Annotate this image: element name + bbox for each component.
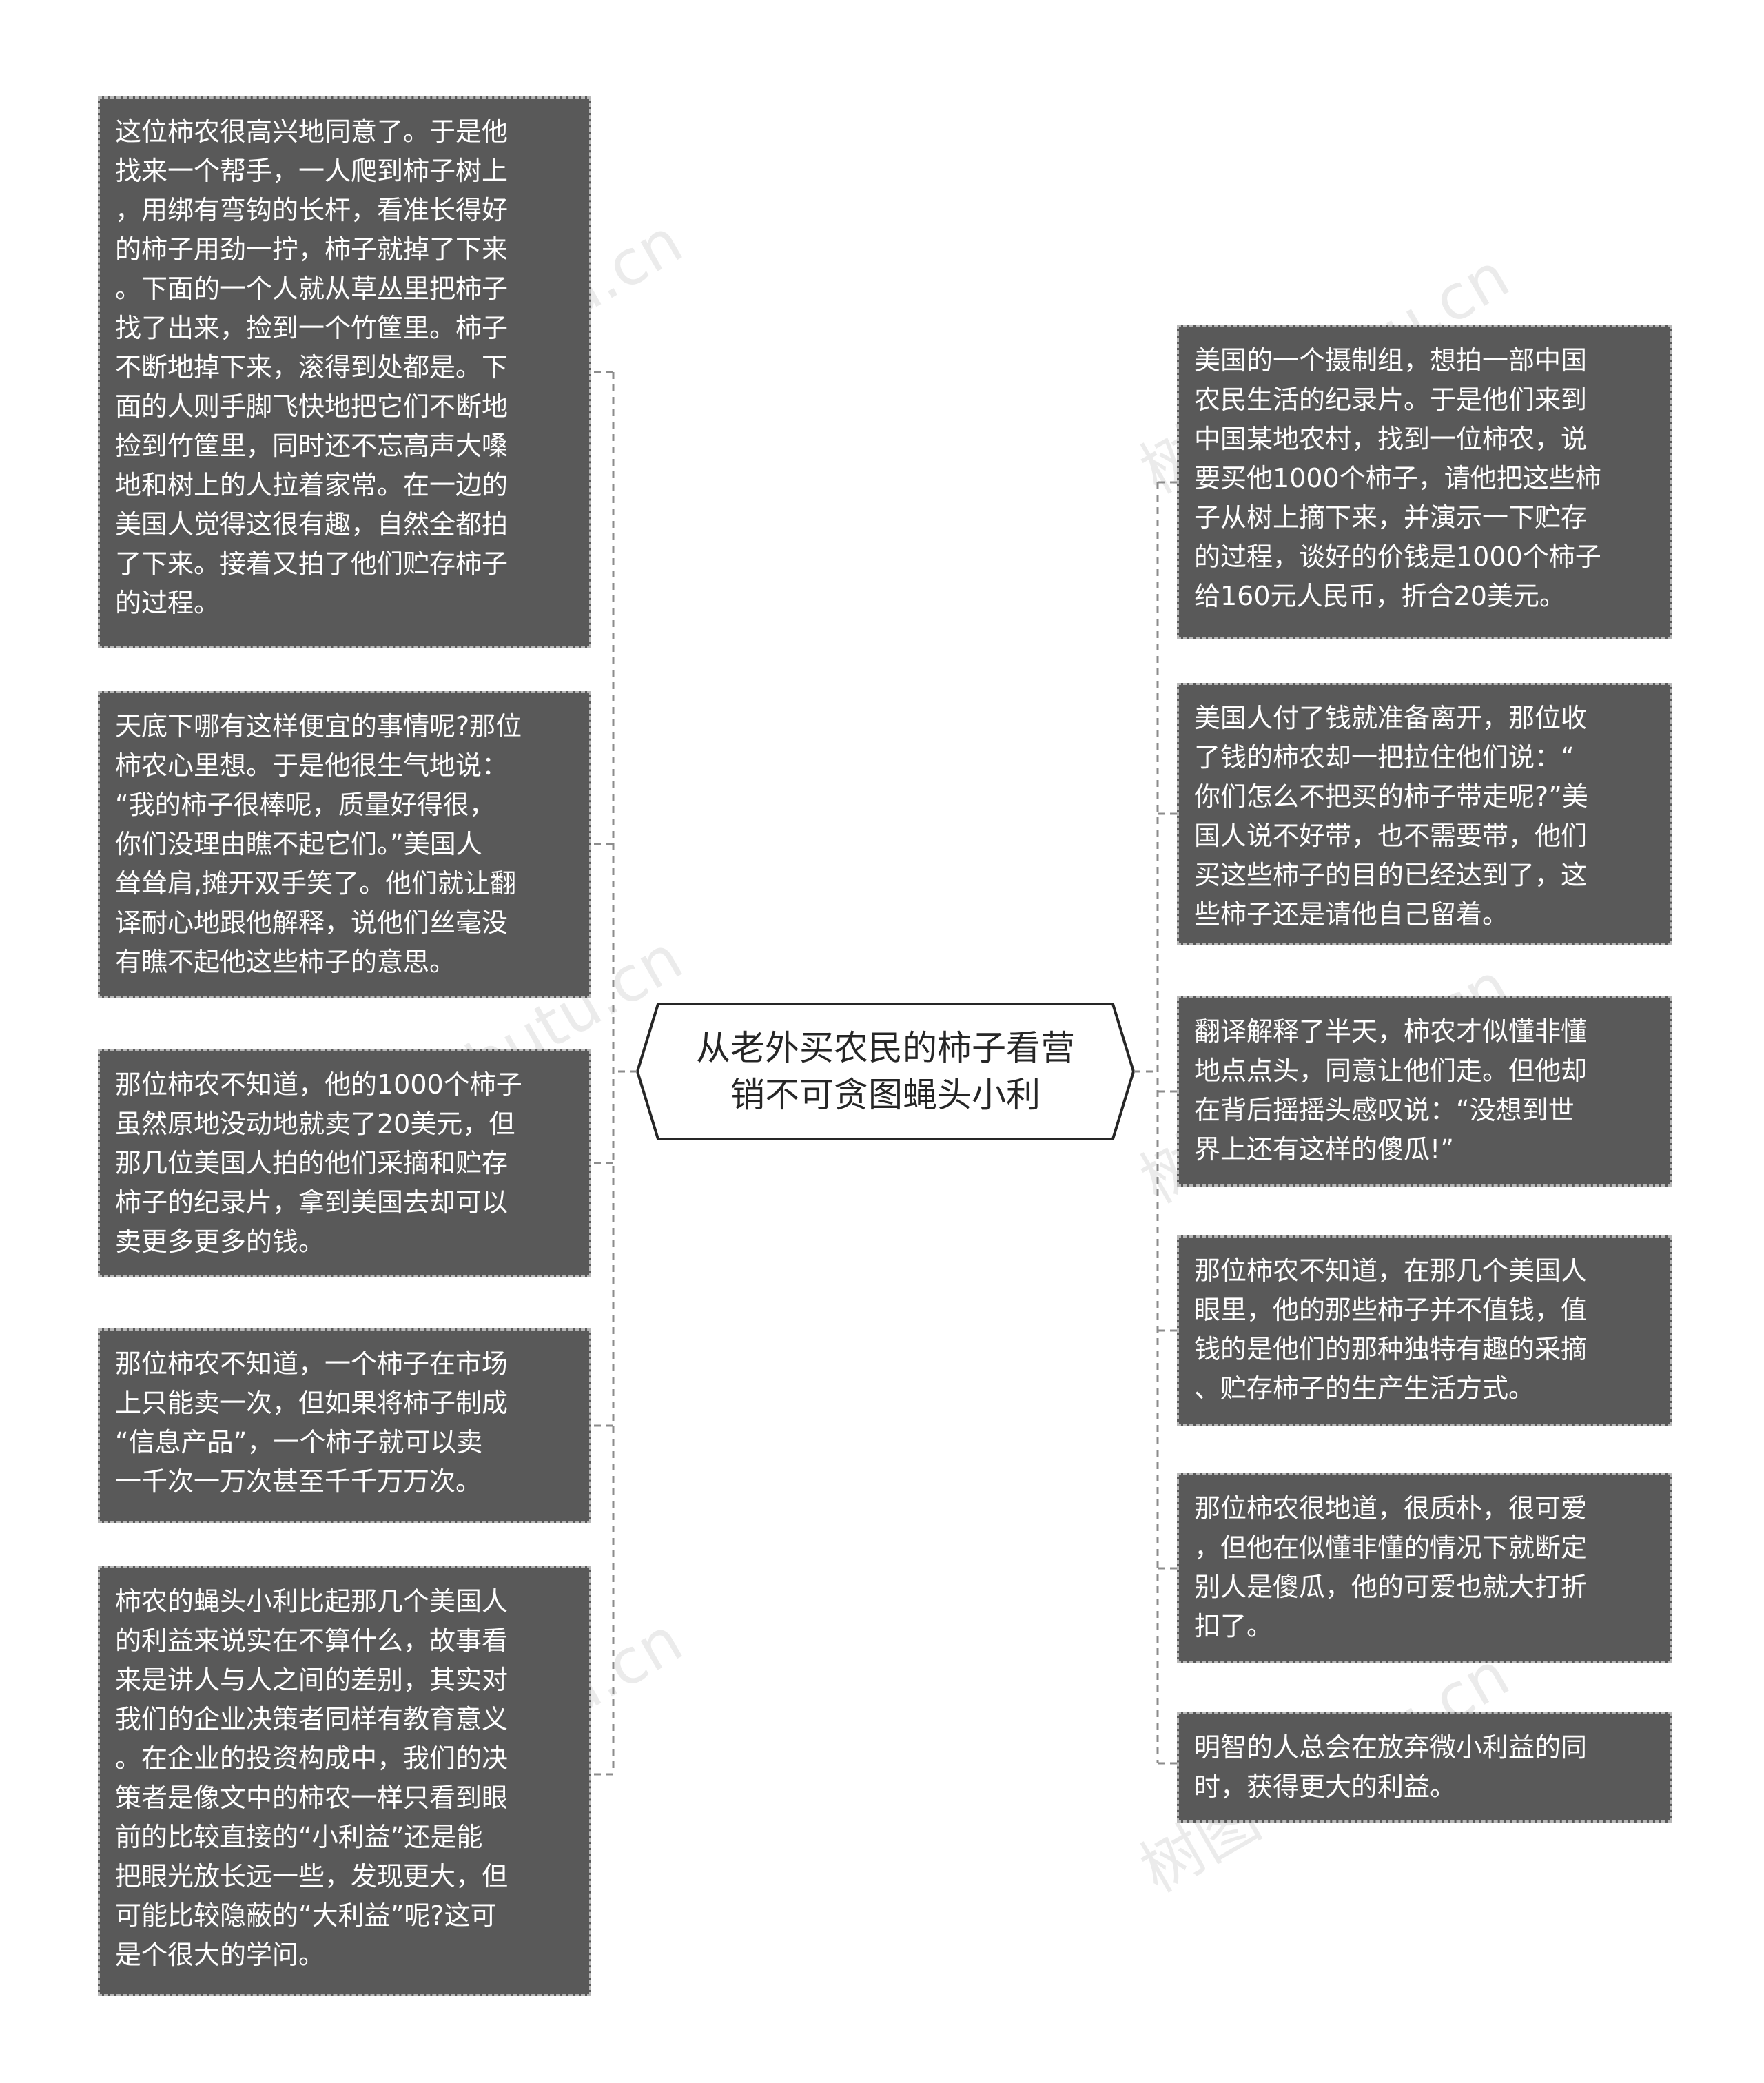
center-node-title[interactable]: 从老外买农民的柿子看营 销不可贪图蝇头小利	[696, 1028, 1075, 1115]
left-topic-node[interactable]: 那位柿农不知道，一个柿子在市场 上只能卖一次，但如果将柿子制成 “信息产品”，一…	[98, 1328, 591, 1523]
right-topic-node[interactable]: 美国的一个摄制组，想拍一部中国 农民生活的纪录片。于是他们来到 中国某地农村，找…	[1177, 325, 1672, 639]
right-topic-node[interactable]: 美国人付了钱就准备离开，那位收 了钱的柿农却一把拉住他们说：“ 你们怎么不把买的…	[1177, 683, 1672, 945]
left-topic-node[interactable]: 这位柿农很高兴地同意了。于是他 找来一个帮手，一人爬到柿子树上 ，用绑有弯钩的长…	[98, 96, 591, 648]
left-topic-node[interactable]: 柿农的蝇头小利比起那几个美国人 的利益来说实在不算什么，故事看 来是讲人与人之间…	[98, 1566, 591, 1996]
left-topic-node[interactable]: 那位柿农不知道，他的1000个柿子 虽然原地没动地就卖了20美元，但 那几位美国…	[98, 1049, 591, 1277]
left-topic-node[interactable]: 天底下哪有这样便宜的事情呢?那位 柿农心里想。于是他很生气地说： “我的柿子很棒…	[98, 691, 591, 998]
right-topic-node[interactable]: 那位柿农很地道，很质朴，很可爱 ，但他在似懂非懂的情况下就断定 别人是傻瓜，他的…	[1177, 1473, 1672, 1663]
right-topic-node[interactable]: 明智的人总会在放弃微小利益的同 时，获得更大的利益。	[1177, 1712, 1672, 1823]
right-topic-node[interactable]: 翻译解释了半天，柿农才似懂非懂 地点点头，同意让他们走。但他却 在背后摇摇头感叹…	[1177, 996, 1672, 1187]
right-topic-node[interactable]: 那位柿农不知道，在那几个美国人 眼里，他的那些柿子并不值钱，值 钱的是他们的那种…	[1177, 1235, 1672, 1426]
